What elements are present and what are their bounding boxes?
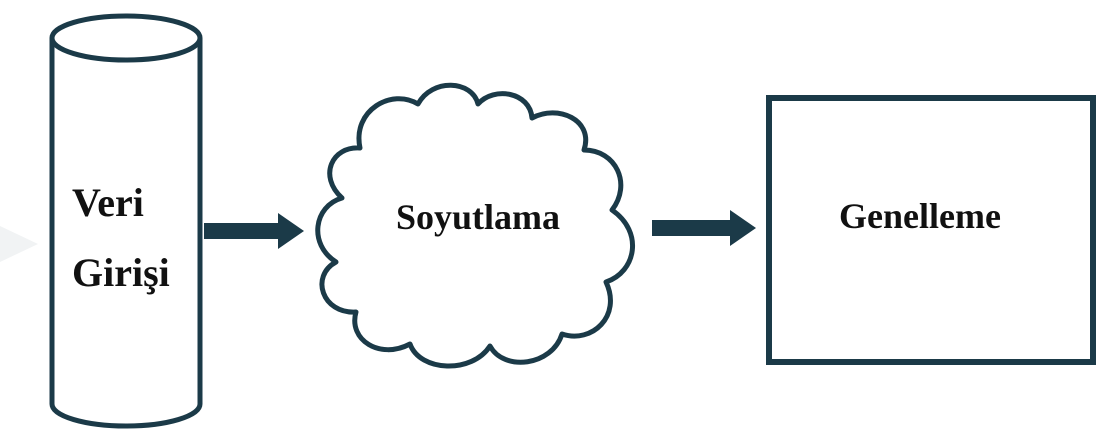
arrow-head bbox=[730, 210, 756, 246]
arrow-veri-to-soyutlama bbox=[204, 213, 304, 249]
cylinder-label-line-2: Girişi bbox=[72, 250, 170, 295]
cloud-shape bbox=[315, 82, 636, 369]
cylinder-node-veri-girisi: Veri Girişi bbox=[49, 13, 203, 429]
arrow-head bbox=[278, 213, 304, 249]
cloud-node-soyutlama: Soyutlama bbox=[315, 82, 636, 369]
arrow-soyutlama-to-genelleme bbox=[652, 210, 756, 246]
rectangle-node-genelleme: Genelleme bbox=[766, 95, 1096, 365]
cloud-label: Soyutlama bbox=[396, 197, 560, 237]
arrow-shaft bbox=[652, 220, 734, 236]
rectangle-shape bbox=[766, 95, 1096, 365]
background-decoration bbox=[0, 226, 38, 262]
cylinder-body bbox=[49, 38, 203, 429]
arrow-shaft bbox=[204, 223, 282, 239]
rectangle-label: Genelleme bbox=[839, 196, 1001, 236]
cylinder-label-line-1: Veri bbox=[72, 180, 144, 225]
cylinder-top bbox=[49, 13, 203, 63]
